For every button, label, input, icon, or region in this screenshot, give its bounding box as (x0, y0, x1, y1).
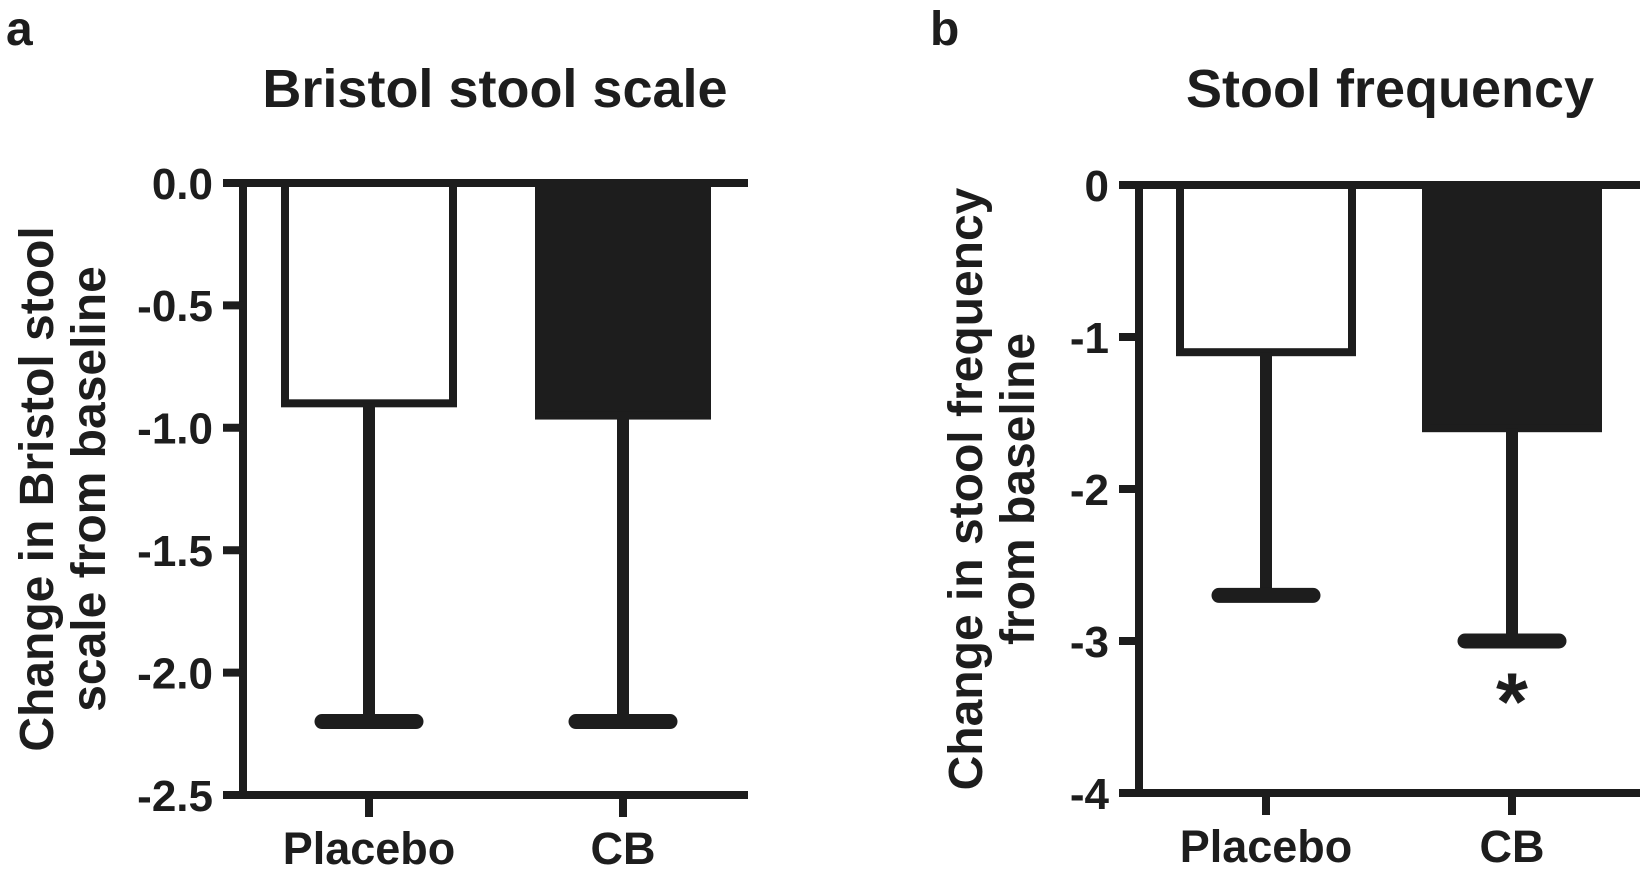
y-tick-label: -2.5 (137, 772, 213, 821)
y-tick-label: -3 (1070, 618, 1109, 667)
x-category-label: Placebo (1180, 821, 1353, 872)
y-axis-label-b-line2: from baseline (992, 332, 1045, 646)
x-category-label: CB (1480, 821, 1545, 872)
bar-cb (1422, 181, 1602, 433)
chart-title-a: Bristol stool scale (262, 59, 728, 119)
y-tick-label: -2 (1070, 466, 1109, 515)
y-axis-label-b-line1: Change in stool frequency (940, 187, 994, 791)
bar-cb (535, 179, 711, 420)
y-axis-label-a: Change in Bristol stool scale from basel… (11, 226, 116, 752)
y-tick-label: -4 (1070, 770, 1110, 819)
y-tick-label: 0 (1085, 162, 1109, 211)
bar-placebo (281, 179, 457, 408)
y-tick-label: 0.0 (152, 160, 213, 209)
panel-letter-a: a (6, 3, 33, 56)
y-tick-label: -1.5 (137, 527, 213, 576)
y-tick-label: -1 (1070, 314, 1109, 363)
y-axis-label-a-line2: scale from baseline (63, 266, 116, 712)
y-tick-label: -0.5 (137, 282, 213, 331)
x-category-label: Placebo (283, 823, 456, 874)
chart-title-b: Stool frequency (1185, 59, 1595, 119)
bar-placebo (1176, 181, 1356, 357)
y-tick-label: -1.0 (137, 405, 213, 454)
y-tick-label: -2.0 (137, 649, 213, 698)
y-axis-label-a-line1: Change in Bristol stool (11, 226, 65, 752)
x-category-label: CB (591, 823, 656, 874)
panel-letter-b: b (930, 3, 960, 56)
significance-asterisk: * (1496, 657, 1528, 748)
y-axis-label-b: Change in stool frequency from baseline (940, 187, 1045, 791)
